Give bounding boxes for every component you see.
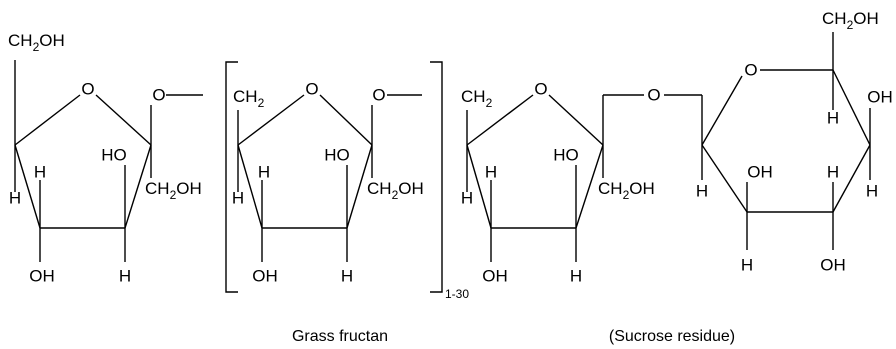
unit-2-atoms: CH2 O O H H OH HO H CH2OH bbox=[232, 80, 424, 286]
glucose-ring-oxygen: O bbox=[744, 61, 757, 80]
unit-1-ch2oh-c2: CH2OH bbox=[145, 179, 202, 202]
unit-2-h-c4: H bbox=[258, 163, 270, 182]
glucose-h-c1: H bbox=[696, 182, 708, 201]
unit-1-ch2oh: CH2OH bbox=[8, 31, 65, 54]
caption-grass-fructan: Grass fructan bbox=[292, 328, 388, 345]
unit-1-glycosidic-oxygen: O bbox=[152, 86, 165, 105]
unit-1-atoms: CH2OH O O H H OH HO H CH2OH bbox=[8, 31, 202, 286]
glucose-atoms: CH2OH O H OH H H OH H H OH bbox=[696, 9, 893, 275]
unit-2-ch2oh-c2: CH2OH bbox=[367, 179, 424, 202]
unit-3-atoms: CH2 O O H H OH HO H CH2OH bbox=[461, 80, 661, 286]
unit-2-h-c5: H bbox=[232, 189, 244, 208]
bonds bbox=[14, 32, 871, 262]
sucrose-glycosidic-oxygen: O bbox=[647, 86, 660, 105]
glucose-oh-c3: OH bbox=[820, 256, 846, 275]
glucose-oh-c4: OH bbox=[867, 88, 893, 107]
unit-3-ring-oxygen: O bbox=[534, 80, 547, 99]
unit-2-ring-oxygen: O bbox=[305, 80, 318, 99]
unit-3-h-c5: H bbox=[461, 189, 473, 208]
unit-1-ho-c3: HO bbox=[101, 146, 127, 165]
glucose-ch2oh: CH2OH bbox=[822, 9, 879, 32]
right-bracket bbox=[430, 61, 443, 293]
glucose-h-c5: H bbox=[827, 109, 839, 128]
glucose-h-c2: H bbox=[741, 256, 753, 275]
unit-3-ch2: CH2 bbox=[461, 87, 493, 110]
unit-2-glycosidic-oxygen: O bbox=[372, 86, 385, 105]
unit-2-ch2: CH2 bbox=[233, 87, 265, 110]
unit-2-h-c3: H bbox=[341, 267, 353, 286]
unit-1-h-c4: H bbox=[34, 163, 46, 182]
unit-1-h-c3: H bbox=[119, 267, 131, 286]
caption-sucrose-residue: (Sucrose residue) bbox=[609, 328, 735, 345]
glucose-oh-c2: OH bbox=[747, 163, 773, 182]
unit-2-oh-c4: OH bbox=[252, 267, 278, 286]
repeat-count: 1-30 bbox=[445, 287, 469, 301]
unit-1-h-c5: H bbox=[9, 189, 21, 208]
glucose-h-c3: H bbox=[827, 163, 839, 182]
unit-3-ho-c3: HO bbox=[553, 146, 579, 165]
glucose-h-c4: H bbox=[866, 182, 878, 201]
left-bracket bbox=[225, 61, 238, 293]
repeat-brackets bbox=[225, 61, 443, 293]
unit-2-ho-c3: HO bbox=[324, 146, 350, 165]
unit-3-h-c4: H bbox=[485, 163, 497, 182]
unit-1-ring-oxygen: O bbox=[81, 80, 94, 99]
unit-3-ch2oh-c2: CH2OH bbox=[598, 179, 655, 202]
unit-1-oh-c4: OH bbox=[29, 267, 55, 286]
unit-3-oh-c4: OH bbox=[482, 267, 508, 286]
unit-3-h-c3: H bbox=[570, 267, 582, 286]
